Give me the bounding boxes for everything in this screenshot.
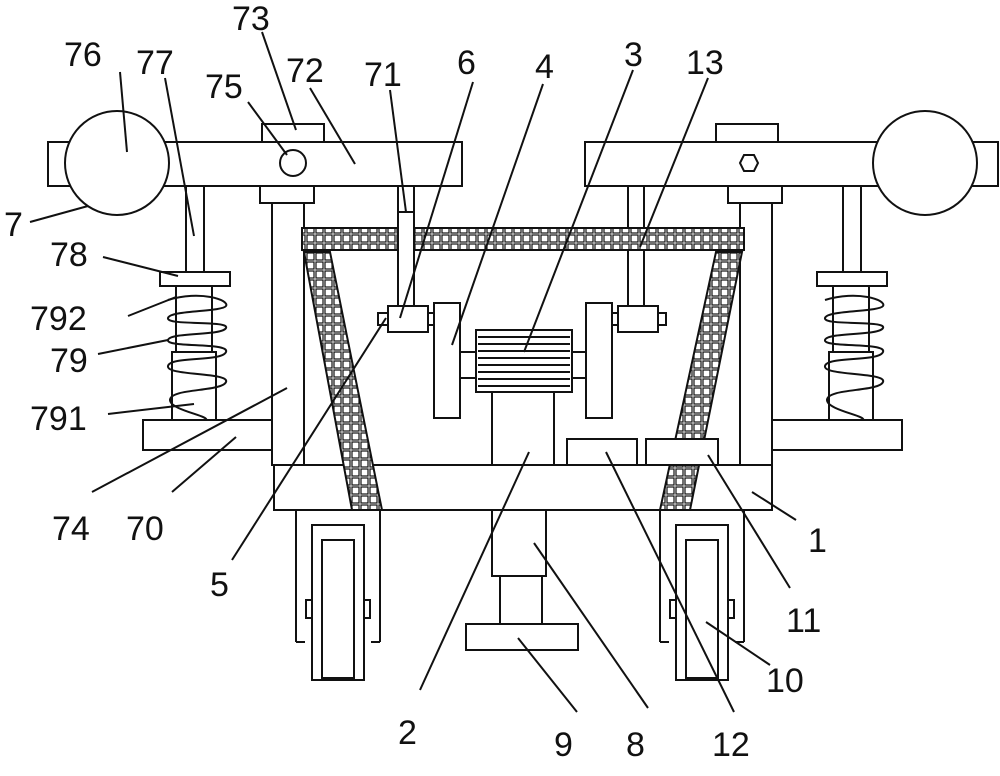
label-7: 7	[4, 206, 23, 244]
left-wheel-assembly	[295, 510, 381, 681]
left-top-beam-assembly	[47, 110, 463, 216]
label-75: 75	[205, 68, 243, 106]
label-4: 4	[535, 48, 554, 86]
label-5: 5	[210, 566, 229, 604]
lift-cylinder	[491, 509, 547, 625]
battery-box	[645, 438, 719, 466]
label-70: 70	[126, 510, 164, 548]
label-79: 79	[50, 342, 88, 380]
motor-assembly	[433, 302, 613, 466]
part-labels: 76 77 73 75 72 71 6 4 3 13 7 78 792 79 7…	[4, 0, 827, 764]
right-spring-column	[816, 184, 888, 421]
label-791: 791	[30, 400, 87, 438]
label-77: 77	[136, 44, 174, 82]
label-6: 6	[457, 44, 476, 82]
label-74: 74	[52, 510, 90, 548]
right-top-beam-assembly	[584, 110, 999, 229]
label-10: 10	[766, 662, 804, 700]
support-posts	[259, 184, 783, 466]
left-spring-column	[159, 184, 231, 421]
label-73: 73	[232, 0, 270, 38]
right-wheel-assembly	[659, 510, 745, 681]
left-side-plate	[142, 419, 273, 451]
label-71: 71	[364, 56, 402, 94]
hanging-rods-and-bearings	[377, 211, 667, 333]
right-side-plate	[771, 419, 903, 451]
label-11: 11	[786, 602, 821, 640]
label-76: 76	[64, 36, 102, 74]
label-8: 8	[626, 726, 645, 764]
label-72: 72	[286, 52, 324, 90]
control-box	[566, 438, 638, 466]
foot-plate	[465, 623, 579, 651]
label-1: 1	[808, 522, 827, 560]
label-9: 9	[554, 726, 573, 764]
label-13: 13	[686, 44, 724, 82]
label-3: 3	[624, 36, 643, 74]
label-2: 2	[398, 714, 417, 752]
leader-lines	[29, 31, 797, 713]
label-12: 12	[712, 726, 750, 764]
label-78: 78	[50, 236, 88, 274]
label-792: 792	[30, 300, 87, 338]
